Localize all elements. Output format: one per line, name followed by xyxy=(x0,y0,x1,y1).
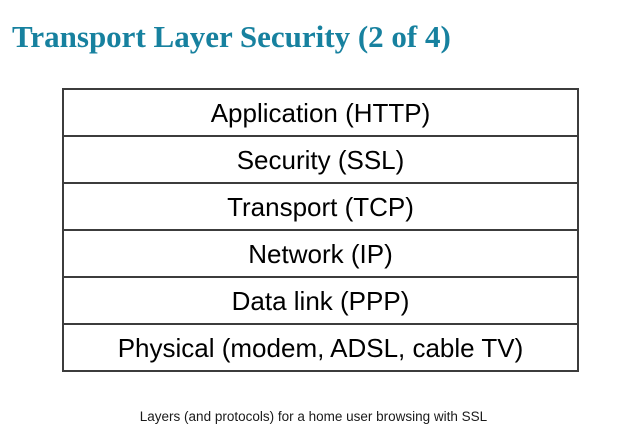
layer-label-application: Application (HTTP) xyxy=(210,97,431,128)
layer-row-application: Application (HTTP) xyxy=(64,90,577,137)
layer-row-data-link: Data link (PPP) xyxy=(64,278,577,325)
layer-row-physical: Physical (modem, ADSL, cable TV) xyxy=(64,325,577,370)
page-title: Transport Layer Security (2 of 4) xyxy=(12,19,451,54)
layer-row-transport: Transport (TCP) xyxy=(64,184,577,231)
layer-row-security: Security (SSL) xyxy=(64,137,577,184)
protocol-layer-stack-table: Application (HTTP) Security (SSL) Transp… xyxy=(62,88,579,372)
layer-label-data-link: Data link (PPP) xyxy=(231,285,410,316)
layer-label-physical: Physical (modem, ADSL, cable TV) xyxy=(117,332,524,363)
figure-caption: Layers (and protocols) for a home user b… xyxy=(139,409,488,424)
layer-label-network: Network (IP) xyxy=(248,238,393,269)
layer-label-transport: Transport (TCP) xyxy=(227,191,414,222)
layer-row-network: Network (IP) xyxy=(64,231,577,278)
layer-label-security: Security (SSL) xyxy=(236,144,405,175)
